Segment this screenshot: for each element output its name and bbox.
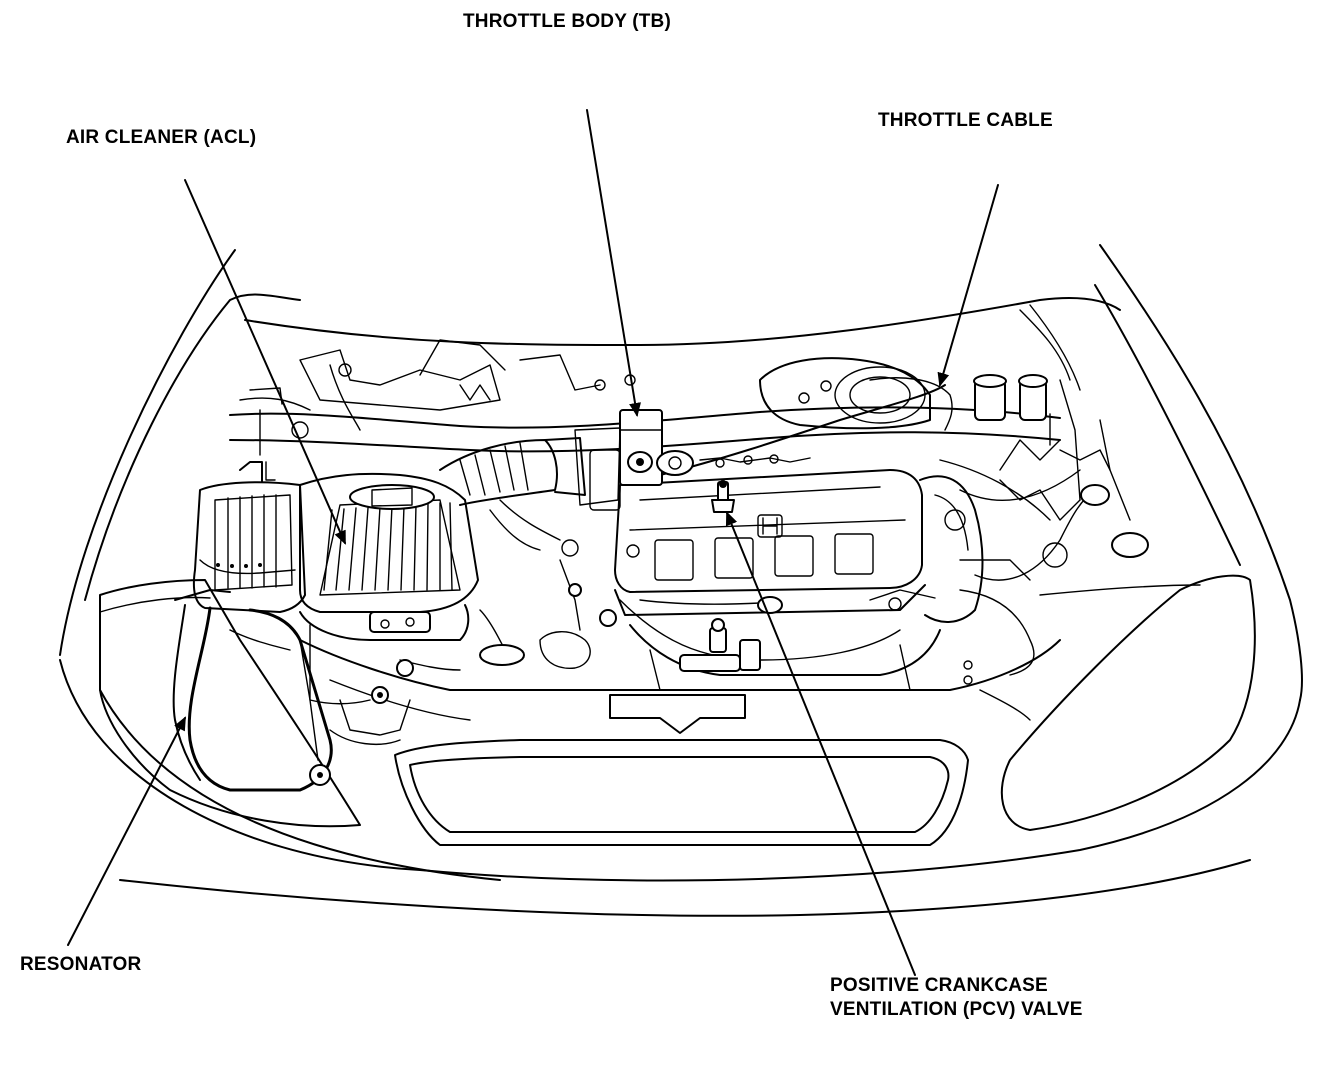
label-pcv-valve-line2: VENTILATION (PCV) VALVE bbox=[830, 999, 1083, 1020]
label-throttle-cable: THROTTLE CABLE bbox=[878, 110, 1053, 131]
air-cleaner-housing bbox=[299, 472, 479, 705]
coolant-hoses bbox=[959, 439, 1111, 581]
intake-manifold bbox=[619, 589, 1035, 691]
leader-throttle-cable bbox=[937, 184, 999, 387]
brake-master-area bbox=[759, 304, 1149, 581]
label-air-cleaner: AIR CLEANER (ACL) bbox=[66, 127, 257, 148]
leader-throttle-body bbox=[586, 109, 641, 417]
throttle-body-assembly bbox=[574, 409, 811, 511]
pcv-valve bbox=[711, 480, 735, 513]
leader-pcv-valve bbox=[725, 511, 916, 976]
label-resonator: RESONATOR bbox=[20, 954, 142, 975]
car-body-outline bbox=[59, 244, 1303, 917]
leader-resonator bbox=[67, 716, 186, 946]
leader-lines bbox=[67, 109, 999, 976]
front-grille bbox=[394, 694, 969, 846]
leader-air-cleaner bbox=[184, 179, 346, 545]
label-throttle-body: THROTTLE BODY (TB) bbox=[463, 11, 672, 32]
label-pcv-valve-line1: POSITIVE CRANKCASE bbox=[830, 975, 1048, 996]
radiator-support bbox=[299, 639, 1061, 721]
intake-duct bbox=[439, 437, 617, 669]
throttle-cable bbox=[659, 377, 953, 476]
valve-cover bbox=[614, 469, 984, 623]
